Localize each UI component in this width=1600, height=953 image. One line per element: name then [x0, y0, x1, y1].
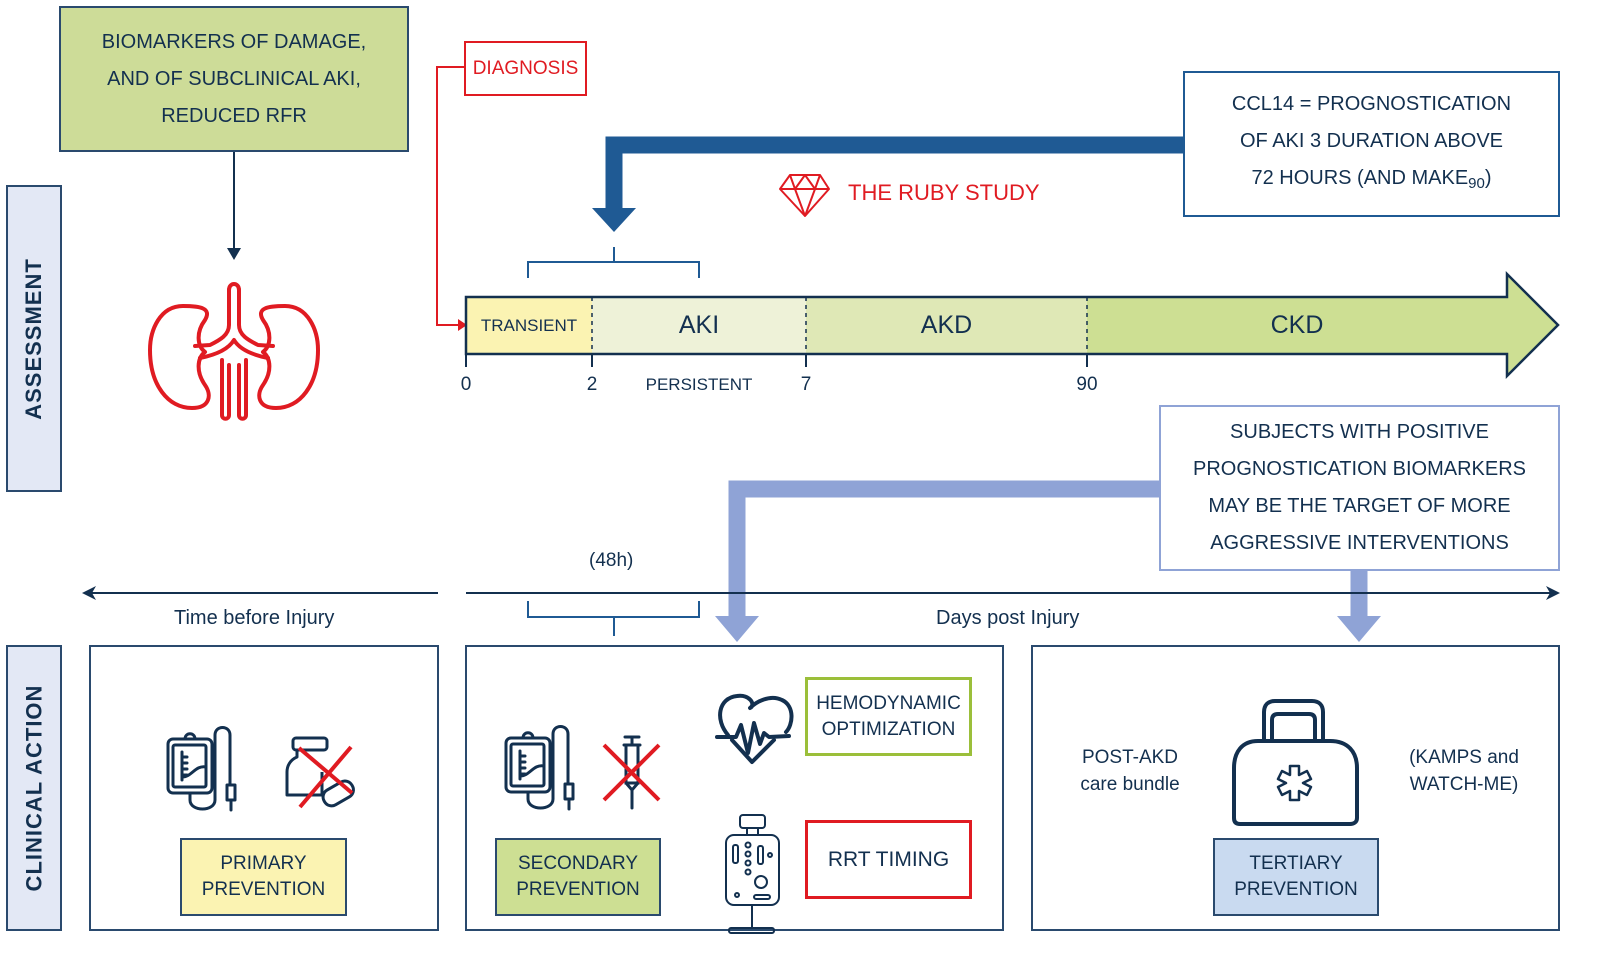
kamps-line-1: (KAMPS and: [1409, 747, 1519, 768]
tick-label-7: 7: [800, 374, 812, 395]
tertiary-tag-line-2: PREVENTION: [1234, 879, 1358, 900]
biomarkers-line-2: AND OF SUBCLINICAL AKI,: [107, 67, 361, 90]
ccl14-subscript: 90: [1468, 175, 1485, 192]
biomarkers-line-3: REDUCED RFR: [161, 104, 307, 127]
segment-akd: [806, 297, 1087, 354]
iv-bag-icon: [166, 726, 237, 812]
tertiary-tag-line-1: TERTIARY: [1249, 853, 1343, 874]
tick-label-0: 0: [460, 374, 472, 395]
rrt-timing-label: RRT TIMING: [827, 847, 950, 871]
subjects-box: SUBJECTS WITH POSITIVE PROGNOSTICATION B…: [1159, 405, 1560, 571]
hemodynamic-line-2: OPTIMIZATION: [821, 718, 956, 740]
timeline-outline: [464, 270, 1560, 380]
kamps-line-2: WATCH-ME): [1409, 774, 1519, 795]
label-transient: TRANSIENT: [480, 315, 578, 335]
biomarkers-box: BIOMARKERS OF DAMAGE, AND OF SUBCLINICAL…: [59, 6, 409, 152]
subjects-line-4: AGGRESSIVE INTERVENTIONS: [1210, 532, 1509, 554]
segment-aki: [592, 297, 806, 354]
post-akd-line-1: POST-AKD: [1081, 747, 1179, 768]
segment-transient: [466, 297, 592, 354]
label-ckd: CKD: [1270, 311, 1324, 339]
subjects-line-1: SUBJECTS WITH POSITIVE: [1230, 421, 1489, 443]
ccl14-line-3: 72 HOURS (AND MAKE90): [1251, 160, 1491, 202]
diagnosis-arrowhead: [458, 319, 467, 331]
diagnosis-connector: [436, 66, 465, 326]
ccl14-close-paren: ): [1484, 167, 1492, 189]
diagnosis-box: DIAGNOSIS: [464, 41, 587, 96]
biomarkers-line-1: BIOMARKERS OF DAMAGE,: [101, 30, 367, 53]
hemodynamic-optimization-box: HEMODYNAMIC OPTIMIZATION: [805, 677, 972, 756]
biomarker-arrowhead: [227, 248, 241, 260]
subjects-line-3: MAY BE THE TARGET OF MORE: [1208, 495, 1511, 517]
post-akd-caption: POST-AKD care bundle: [1060, 744, 1200, 798]
ruby-diamond-icon: [779, 174, 830, 217]
star-of-life-icon: [1276, 764, 1313, 802]
label-aki: AKI: [678, 311, 720, 339]
medical-bag-icon: [1232, 699, 1359, 826]
ccl14-line-3-text: 72 HOURS (AND MAKE: [1251, 167, 1469, 189]
diagnosis-label: DIAGNOSIS: [472, 57, 579, 79]
heart-pulse-icon: [715, 693, 794, 764]
ccl14-arrow-shaft: [605, 136, 1185, 212]
medication-crossed-icon: [285, 736, 355, 809]
secondary-tag-line-2: PREVENTION: [516, 879, 640, 900]
ccl14-arrowhead: [592, 208, 636, 232]
ccl14-line-1: CCL14 = PROGNOSTICATION: [1231, 93, 1512, 115]
subjects-arrow-left-shaft: [728, 480, 1160, 620]
ruby-study-label: THE RUBY STUDY: [848, 180, 1040, 205]
primary-prevention-tag: PRIMARY PREVENTION: [180, 838, 347, 916]
kamps-caption: (KAMPS and WATCH-ME): [1394, 744, 1534, 798]
kidney-icon: [148, 282, 320, 421]
time-before-label: Time before Injury: [174, 607, 335, 629]
ccl14-box: CCL14 = PROGNOSTICATION OF AKI 3 DURATIO…: [1183, 71, 1560, 217]
days-post-arrowhead: [1546, 586, 1560, 600]
subjects-line-2: PROGNOSTICATION BIOMARKERS: [1193, 458, 1526, 480]
tick-label-2: 2: [586, 374, 598, 395]
syringe-crossed-icon: [602, 735, 661, 810]
primary-tag-line-2: PREVENTION: [201, 879, 326, 900]
tertiary-prevention-tag: TERTIARY PREVENTION: [1213, 838, 1379, 916]
tick-label-90: 90: [1076, 374, 1098, 395]
secondary-tag-line-1: SECONDARY: [517, 853, 638, 874]
iv-bag-icon-secondary: [504, 725, 575, 811]
subjects-arrow-right-head: [1337, 616, 1381, 642]
hemodynamic-line-1: HEMODYNAMIC: [816, 692, 961, 714]
rrt-timing-box: RRT TIMING: [805, 820, 972, 899]
label-akd: AKD: [920, 311, 973, 339]
segment-ckd: [1087, 274, 1558, 376]
ccl14-line-2: OF AKI 3 DURATION ABOVE: [1239, 130, 1504, 152]
persistent-label: PERSISTENT: [645, 375, 753, 394]
post-akd-line-2: care bundle: [1080, 774, 1180, 795]
primary-tag-line-1: PRIMARY: [220, 853, 307, 874]
dialysis-machine-icon: [725, 814, 780, 934]
clinical-action-side-label: CLINICAL ACTION: [6, 645, 62, 931]
secondary-prevention-tag: SECONDARY PREVENTION: [495, 838, 661, 916]
subjects-arrow-left-head: [715, 616, 759, 642]
days-post-label: Days post Injury: [936, 607, 1080, 629]
time-before-arrowhead: [82, 586, 96, 600]
hours-label: (48h): [589, 550, 634, 571]
assessment-side-label: ASSESSMENT: [6, 185, 62, 492]
